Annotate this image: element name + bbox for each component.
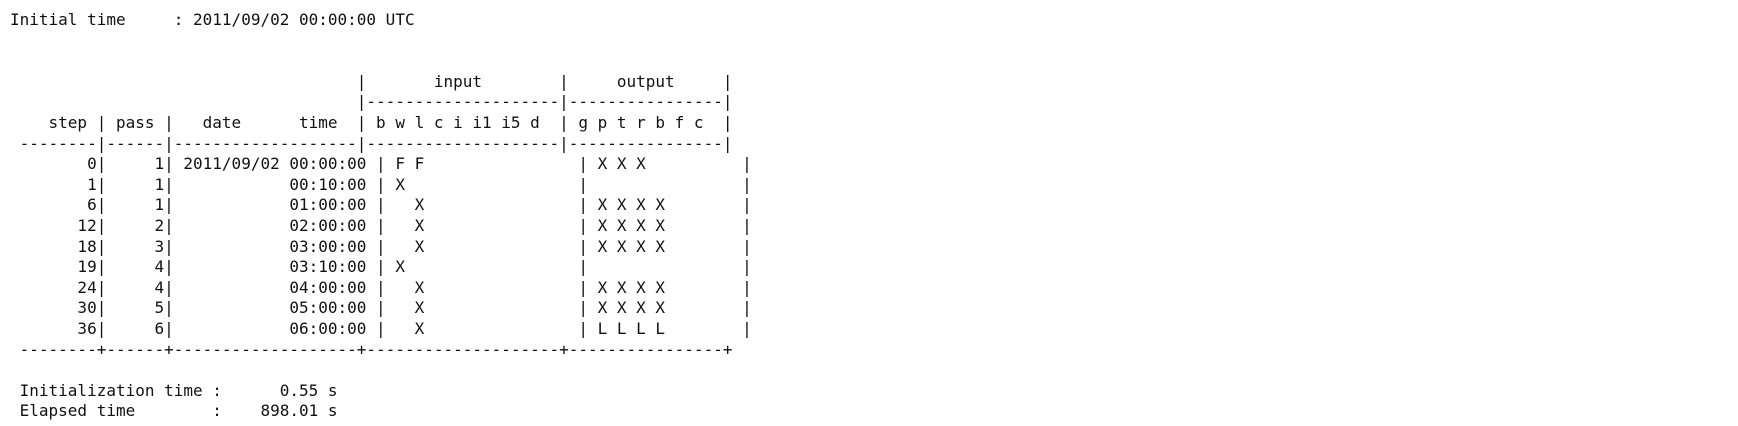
initial-time-line: Initial time : 2011/09/02 00:00:00 UTC <box>10 10 415 29</box>
blank-line <box>10 360 752 381</box>
table-row: 0| 1| 2011/09/02 00:00:00 | F F | X X X … <box>10 154 752 174</box>
initialization-time-line: Initialization time : 0.55 s <box>10 380 338 400</box>
blank-line <box>10 51 752 72</box>
table-row: 30| 5| 05:00:00 | X | X X X X | <box>10 298 752 318</box>
table-header-divider: --------|------|-------------------|----… <box>10 133 733 153</box>
table-row: 1| 1| 00:10:00 | X | | <box>10 174 752 194</box>
table-row: 36| 6| 06:00:00 | X | L L L L | <box>10 318 752 338</box>
console-output: Initial time : 2011/09/02 00:00:00 UTC |… <box>10 10 752 422</box>
table-row: 6| 1| 01:00:00 | X | X X X X | <box>10 195 752 215</box>
table-row: 12| 2| 02:00:00 | X | X X X X | <box>10 215 752 235</box>
table-row: 19| 4| 03:10:00 | X | | <box>10 257 752 277</box>
table-column-header: step | pass | date time | b w l c i i1 i… <box>10 112 733 132</box>
blank-line <box>10 31 752 52</box>
table-group-divider: |--------------------|----------------| <box>10 92 733 112</box>
table-footer-divider: --------+------+-------------------+----… <box>10 339 733 359</box>
table-row: 24| 4| 04:00:00 | X | X X X X | <box>10 277 752 297</box>
elapsed-time-line: Elapsed time : 898.01 s <box>10 401 338 421</box>
table-row: 18| 3| 03:00:00 | X | X X X X | <box>10 236 752 256</box>
table-group-header: | input | output | <box>10 71 733 91</box>
